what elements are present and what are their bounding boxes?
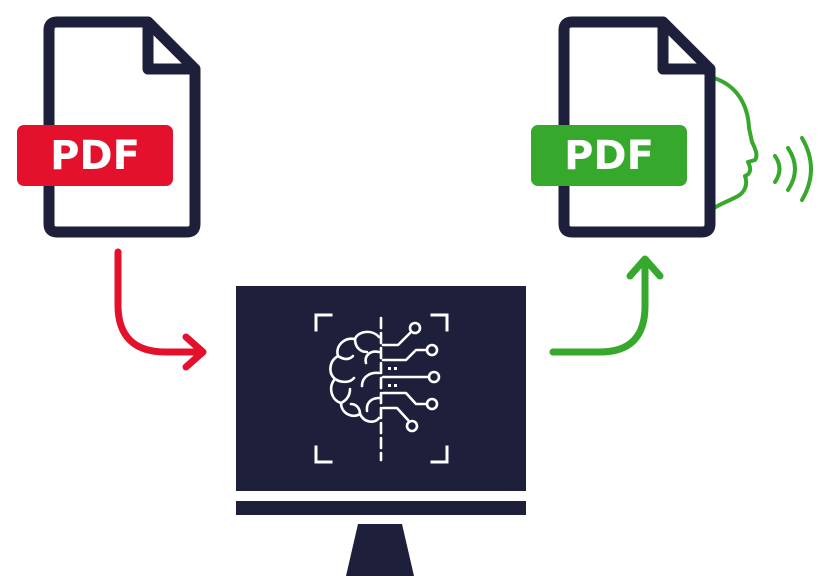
output-file-fold [657, 22, 710, 75]
source-pdf-document: PDF [17, 16, 201, 238]
source-pdf-badge [17, 125, 173, 186]
input-arrow [114, 248, 207, 371]
scan-frame-icon [314, 313, 449, 464]
output-pdf-badge [531, 125, 687, 186]
brain-circuit-icon [329, 316, 441, 462]
input-arrow-line [114, 248, 204, 356]
output-pdf-badge-label: PDF [564, 133, 654, 179]
computer-monitor [236, 286, 526, 576]
source-pdf-badge-label: PDF [50, 133, 140, 179]
speaking-head-icon [712, 76, 759, 210]
monitor-bezel-bar [236, 501, 526, 515]
input-arrow-head [182, 333, 207, 371]
output-arrow-head [626, 255, 664, 280]
output-pdf-document: PDF [531, 16, 813, 238]
source-file-fold [142, 22, 195, 75]
sound-waves-icon [773, 136, 813, 202]
source-file-icon [43, 16, 201, 238]
output-arrow-line [549, 258, 649, 356]
output-arrow [549, 255, 664, 356]
monitor-stand [346, 524, 414, 576]
